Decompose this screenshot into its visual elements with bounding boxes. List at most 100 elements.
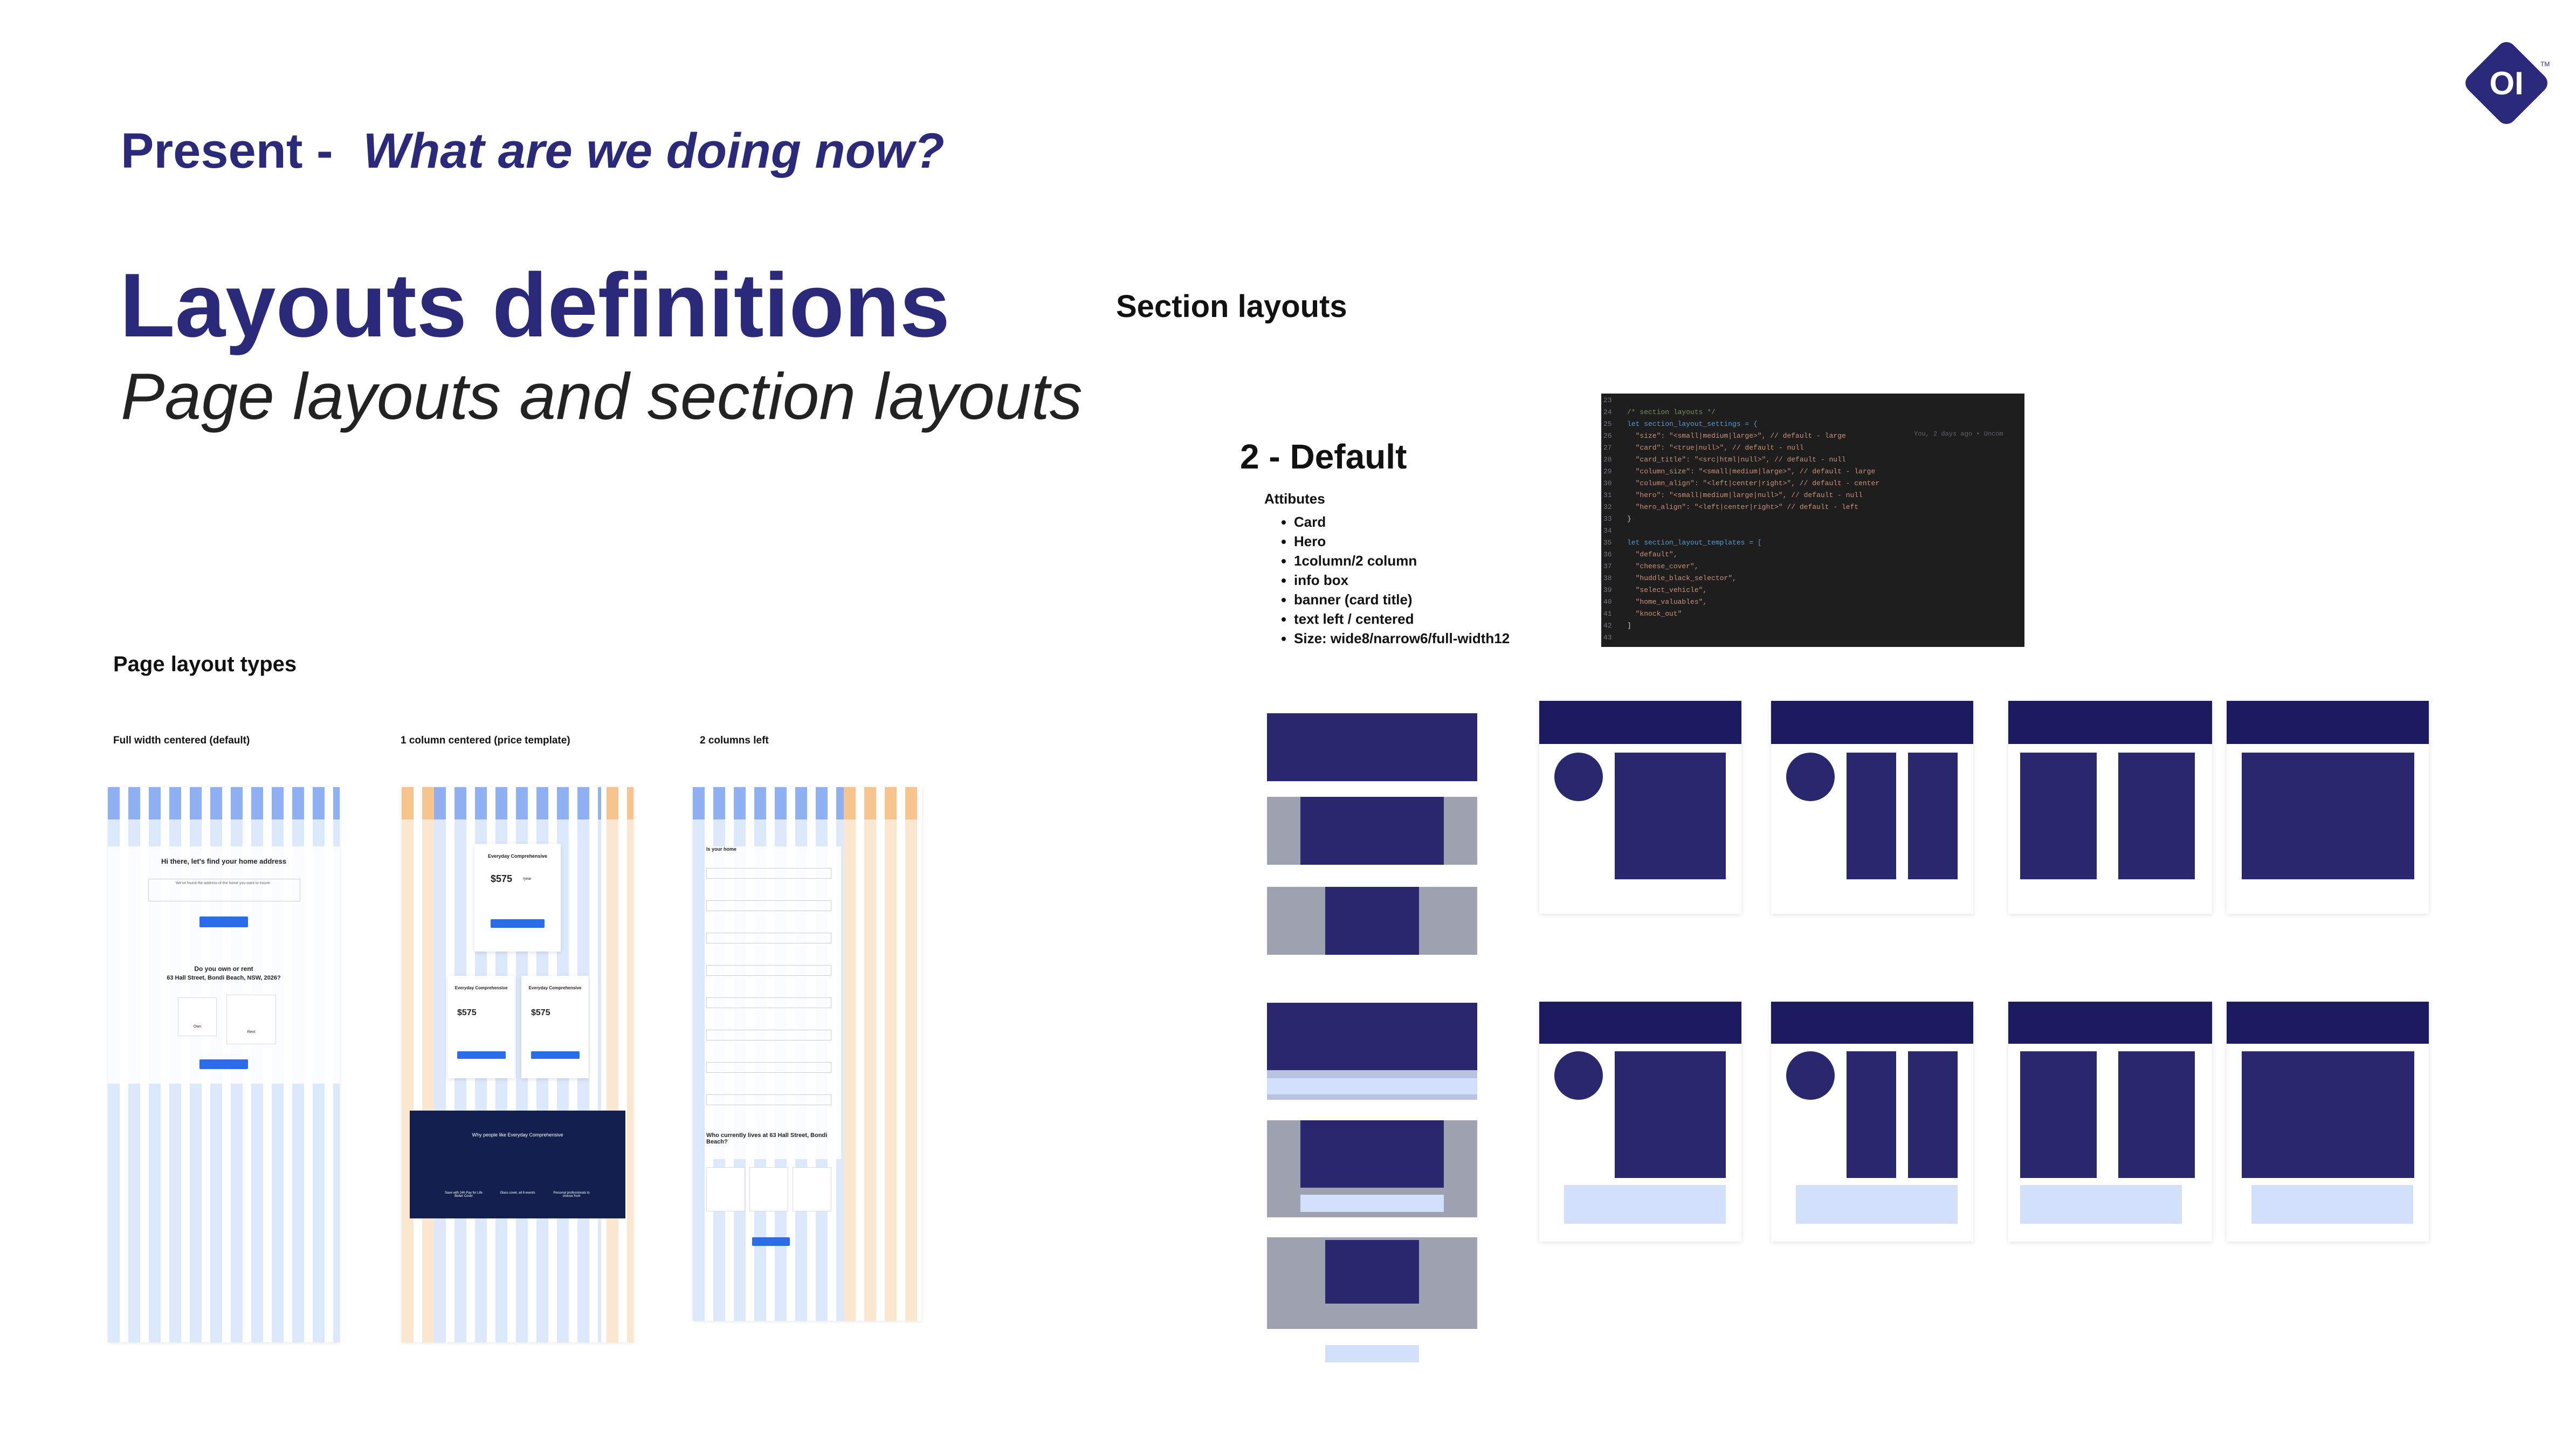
line-number: 37 bbox=[1603, 562, 1612, 570]
section-diagram-wide-content bbox=[1300, 797, 1444, 865]
question-4[interactable] bbox=[706, 965, 831, 976]
right-column-area bbox=[844, 819, 922, 1321]
price-card-right: Everyday Comprehensive $575 bbox=[521, 976, 589, 1078]
line-number: 31 bbox=[1603, 491, 1612, 499]
section-diagram-full-hero bbox=[1267, 713, 1477, 781]
question-1[interactable] bbox=[706, 868, 831, 879]
resident-option-3[interactable] bbox=[793, 1167, 831, 1211]
card-banner bbox=[1564, 1185, 1726, 1224]
mock1-heading-2: Do you own or rent bbox=[194, 965, 253, 973]
grid-columns-bar-inner bbox=[434, 787, 601, 819]
section-diagram-wide bbox=[1267, 797, 1477, 865]
card-content-block bbox=[2242, 753, 2414, 879]
card-hero-circle bbox=[1554, 753, 1603, 801]
diagram-wide-hero bbox=[1300, 1120, 1444, 1188]
feature-3: Personal professionals to choose from bbox=[553, 1191, 590, 1198]
card-banner bbox=[2251, 1185, 2413, 1224]
line-number: 39 bbox=[1603, 586, 1612, 594]
continue-button-1[interactable] bbox=[199, 917, 248, 927]
code-line: let section_layout_templates = [ bbox=[1627, 539, 1762, 547]
price-card-left: Everyday Comprehensive $575 bbox=[447, 976, 515, 1078]
card-diagram-single-banner bbox=[2227, 1002, 2429, 1242]
logo-tm: TM bbox=[2540, 60, 2550, 68]
attribute-item: 1column/2 column bbox=[1294, 551, 1510, 570]
code-line: "cheese_cover", bbox=[1627, 562, 1699, 570]
card-diagram-hero-single bbox=[1539, 701, 1741, 914]
code-line: let section_layout_settings = { bbox=[1627, 420, 1758, 428]
price-card-per: /year bbox=[523, 877, 532, 881]
questions-heading: Is your home bbox=[706, 846, 737, 852]
question-6[interactable] bbox=[706, 1030, 831, 1041]
diagram-hero bbox=[1267, 1003, 1477, 1070]
attribute-item: Hero bbox=[1294, 532, 1510, 551]
code-line: "default", bbox=[1627, 550, 1678, 559]
default-layout-title: 2 - Default bbox=[1240, 437, 1407, 476]
page-layout-mock-two-columns: Is your home Who currently lives at 63 H… bbox=[693, 787, 922, 1321]
question-5[interactable] bbox=[706, 997, 831, 1008]
page-title: Layouts definitions bbox=[120, 254, 950, 356]
section-diagram-narrow-content bbox=[1325, 887, 1419, 955]
price-card-main: Everyday Comprehensive $575 /year bbox=[474, 844, 561, 952]
git-annotation: You, 2 days ago • Uncom bbox=[1914, 430, 2003, 438]
section-diagram-full-hero-banner bbox=[1267, 1003, 1477, 1100]
card-diagram-two-col-banner bbox=[2008, 1002, 2212, 1242]
grid-columns-bar-right bbox=[844, 787, 922, 819]
card-column-right bbox=[2118, 753, 2195, 879]
layout-type-label-3: 2 columns left bbox=[700, 735, 769, 746]
line-number: 29 bbox=[1603, 467, 1612, 476]
code-line: "size": "<small|medium|large>", // defau… bbox=[1627, 432, 1846, 440]
card-header bbox=[1771, 1002, 1973, 1044]
line-number: 26 bbox=[1603, 432, 1612, 440]
attribute-item: info box bbox=[1294, 570, 1510, 590]
code-line: "card_title": "<src|html|null>", // defa… bbox=[1627, 456, 1846, 464]
code-line bbox=[1627, 525, 2021, 537]
feature-1: Save with 24h Pay for Life Better Cover bbox=[445, 1191, 483, 1198]
line-number: 43 bbox=[1603, 633, 1612, 642]
resident-option-1[interactable] bbox=[706, 1167, 745, 1211]
question-7[interactable] bbox=[706, 1062, 831, 1073]
features-banner-title: Why people like Everyday Comprehensive bbox=[472, 1132, 563, 1138]
card-hero-circle bbox=[1786, 753, 1835, 801]
line-number: 23 bbox=[1603, 396, 1612, 404]
diagram-banner bbox=[1267, 1078, 1477, 1094]
price-card-right-product: Everyday Comprehensive bbox=[528, 986, 582, 990]
rent-option[interactable]: Rent bbox=[226, 995, 276, 1044]
price-card-left-button[interactable] bbox=[457, 1051, 506, 1059]
questions-area: Is your home bbox=[706, 846, 841, 1159]
line-number: 28 bbox=[1603, 456, 1612, 464]
card-hero-circle bbox=[1786, 1051, 1835, 1100]
page-subtitle: Page layouts and section layouts bbox=[121, 360, 1083, 433]
resident-option-2[interactable] bbox=[749, 1167, 788, 1211]
present-question: What are we doing now? bbox=[363, 123, 945, 178]
question-8[interactable] bbox=[706, 1094, 831, 1105]
price-card-left-price: $575 bbox=[457, 1008, 477, 1017]
price-card-right-button[interactable] bbox=[531, 1051, 580, 1059]
page-layout-mock-full-width: Hi there, let's find your home address W… bbox=[108, 787, 340, 1342]
line-number: 35 bbox=[1603, 539, 1612, 547]
diagram-narrow-banner bbox=[1325, 1345, 1419, 1362]
address-input[interactable]: We've found the address of the home you … bbox=[148, 879, 300, 901]
feature-2: Glass cover, all 6 events bbox=[500, 1191, 535, 1195]
price-card-button[interactable] bbox=[491, 919, 545, 928]
own-label: Own bbox=[193, 1025, 202, 1029]
question-3[interactable] bbox=[706, 933, 831, 943]
diagram-narrow-hero bbox=[1325, 1240, 1419, 1304]
card-header bbox=[1539, 701, 1741, 744]
section-diagram-narrow bbox=[1267, 887, 1477, 955]
code-line: "column_align": "<left|center|right>", /… bbox=[1627, 479, 1880, 487]
line-number: 30 bbox=[1603, 479, 1612, 487]
own-option[interactable]: Own bbox=[178, 997, 217, 1036]
line-number: 27 bbox=[1603, 444, 1612, 452]
code-line: ] bbox=[1627, 622, 1631, 630]
logo-text: OI bbox=[2489, 65, 2524, 101]
continue-button-3[interactable] bbox=[752, 1237, 790, 1246]
code-line: "column_size": "<small|medium|large>", /… bbox=[1627, 467, 1876, 476]
code-line: /* section layouts */ bbox=[1627, 408, 1716, 416]
question-2[interactable] bbox=[706, 900, 831, 911]
card-content-block bbox=[2242, 1051, 2414, 1178]
card-diagram-two-col bbox=[2008, 701, 2212, 914]
code-line: "card": "<true|null>", // default - null bbox=[1627, 444, 1804, 452]
continue-button-2[interactable] bbox=[199, 1059, 248, 1069]
code-line: "hero": "<small|medium|large|null>", // … bbox=[1627, 491, 1863, 499]
